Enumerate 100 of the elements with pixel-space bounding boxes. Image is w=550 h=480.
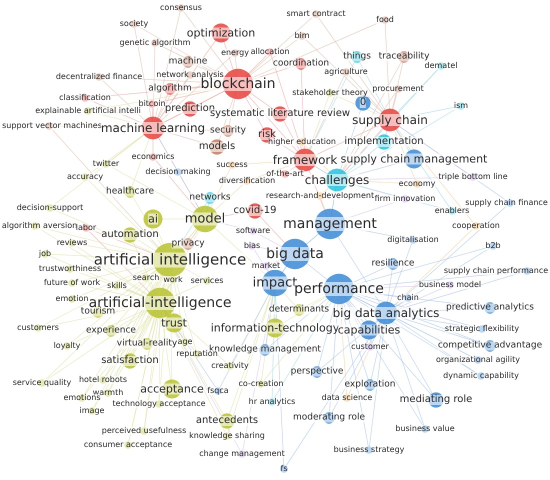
keyword-label: labor <box>76 224 96 232</box>
keyword-label: blockchain <box>200 77 276 91</box>
keyword-label: machine <box>168 58 208 66</box>
keyword-label: creativity <box>211 362 249 370</box>
keyword-label: allocation <box>250 48 290 56</box>
keyword-label: management <box>283 217 377 231</box>
keyword-label: business strategy <box>334 446 404 454</box>
keyword-label: capabilities <box>338 324 400 336</box>
keyword-label: coordination <box>272 60 330 68</box>
keyword-label: twitter <box>92 160 120 168</box>
keyword-label: co-creation <box>238 380 284 388</box>
keyword-label: cooperation <box>452 222 500 230</box>
keyword-label: reviews <box>56 239 88 247</box>
keyword-label: future of work <box>44 279 100 287</box>
keyword-label: covid-19 <box>234 206 276 216</box>
keyword-label: fs <box>280 465 288 473</box>
keyword-label: perceived usefulness <box>102 427 186 435</box>
keyword-label: machine learning <box>100 122 206 134</box>
keyword-label: skills <box>107 282 127 290</box>
keyword-label: perspective <box>290 368 344 376</box>
keyword-label: information-technology <box>210 322 340 334</box>
keyword-label: service quality <box>12 379 72 387</box>
keyword-label: loyalty <box>54 342 80 350</box>
keyword-label: services <box>190 277 224 285</box>
keyword-label: artificial intelligence <box>94 252 246 268</box>
keyword-label: decision-support <box>16 204 84 212</box>
keyword-label: privacy <box>171 240 205 248</box>
keyword-label: supply chain management <box>340 154 488 164</box>
keyword-label: satisfaction <box>101 356 159 366</box>
keyword-label: firm innovation <box>374 195 436 203</box>
keyword-label: competitive advantage <box>438 342 542 350</box>
keyword-label: support vector machines <box>2 122 102 130</box>
keyword-label: research-and-development <box>266 192 374 200</box>
keyword-label: change management <box>199 450 285 458</box>
keyword-label: digitalisation <box>387 236 439 244</box>
keyword-label: strategic flexibility <box>444 325 520 333</box>
keyword-label: healthcare <box>106 188 154 196</box>
keyword-label: big data <box>266 247 324 261</box>
keyword-label: performance <box>294 282 384 296</box>
keyword-label: ai <box>148 214 158 224</box>
keyword-label: moderating role <box>292 414 366 422</box>
keyword-label: society <box>120 20 148 28</box>
keyword-label: ism <box>454 102 468 110</box>
keyword-label: software <box>236 227 270 235</box>
keyword-label: genetic algorithm <box>120 39 190 47</box>
keyword-label: experience <box>86 326 136 336</box>
keyword-label: algorithm aversion <box>2 222 78 230</box>
keyword-label: tourism <box>80 308 116 316</box>
keyword-label: network analysis <box>156 71 224 79</box>
keyword-label: supply chain <box>352 114 428 126</box>
keyword-label: mediating role <box>400 395 472 405</box>
keyword-label: traceability <box>378 52 430 62</box>
keyword-label: diversification <box>218 177 276 185</box>
keyword-label: models <box>198 142 236 152</box>
keyword-label: algorithm <box>148 84 192 94</box>
keyword-label: consensus <box>160 4 202 12</box>
keyword-label: consumer acceptance <box>84 441 172 449</box>
keyword-label: networks <box>189 194 231 202</box>
keyword-label: predictive analytics <box>446 304 534 312</box>
keyword-label: of-the-art <box>266 170 304 178</box>
keyword-label: stakeholder theory <box>292 89 368 97</box>
keyword-label: implementation <box>344 137 424 147</box>
keyword-label: trustworthiness <box>38 265 102 273</box>
keyword-label: decentralized finance <box>56 73 142 81</box>
keyword-label: job <box>38 250 52 258</box>
keyword-label: organizational agility <box>436 356 520 364</box>
keyword-label: emotions <box>63 394 101 402</box>
keyword-label: security <box>210 126 246 136</box>
keyword-label: success <box>216 161 248 169</box>
keyword-label: emotion <box>56 295 88 303</box>
keyword-label: classification <box>59 94 111 102</box>
keyword-label: data science <box>322 394 372 402</box>
keyword-label: fsqca <box>207 387 229 395</box>
keyword-label: higher education <box>268 138 336 146</box>
keyword-label: impact <box>252 276 298 290</box>
keyword-label: 0 <box>360 98 366 108</box>
keyword-label: enablers <box>434 207 470 215</box>
keyword-label: search <box>132 274 160 282</box>
keyword-label: framework <box>272 154 338 166</box>
keyword-label: bitcoin <box>138 100 166 108</box>
keyword-label: explainable artificial intelli <box>35 107 141 115</box>
keyword-label: food <box>376 16 394 24</box>
keyword-label: automation <box>101 230 159 240</box>
keyword-label: things <box>343 52 371 62</box>
keyword-label: supply chain finance <box>465 199 548 207</box>
keyword-label: business model <box>418 281 482 289</box>
keyword-label: business value <box>395 425 455 433</box>
keyword-label: image <box>80 407 104 415</box>
keyword-label: smart contract <box>286 10 346 18</box>
keyword-label: dynamic capability <box>443 372 519 380</box>
keyword-label: knowledge sharing <box>189 432 265 440</box>
keyword-label: economy <box>398 180 436 188</box>
keyword-label: trust <box>161 318 187 328</box>
keyword-label: challenges <box>304 174 370 186</box>
keyword-label: exploration <box>344 380 396 390</box>
keyword-label: triple bottom line <box>438 173 508 181</box>
keyword-label: resilience <box>372 260 414 268</box>
keyword-label: b2b <box>485 242 501 250</box>
keyword-label: hr analytics <box>248 398 296 406</box>
keyword-label: accuracy <box>66 173 104 181</box>
